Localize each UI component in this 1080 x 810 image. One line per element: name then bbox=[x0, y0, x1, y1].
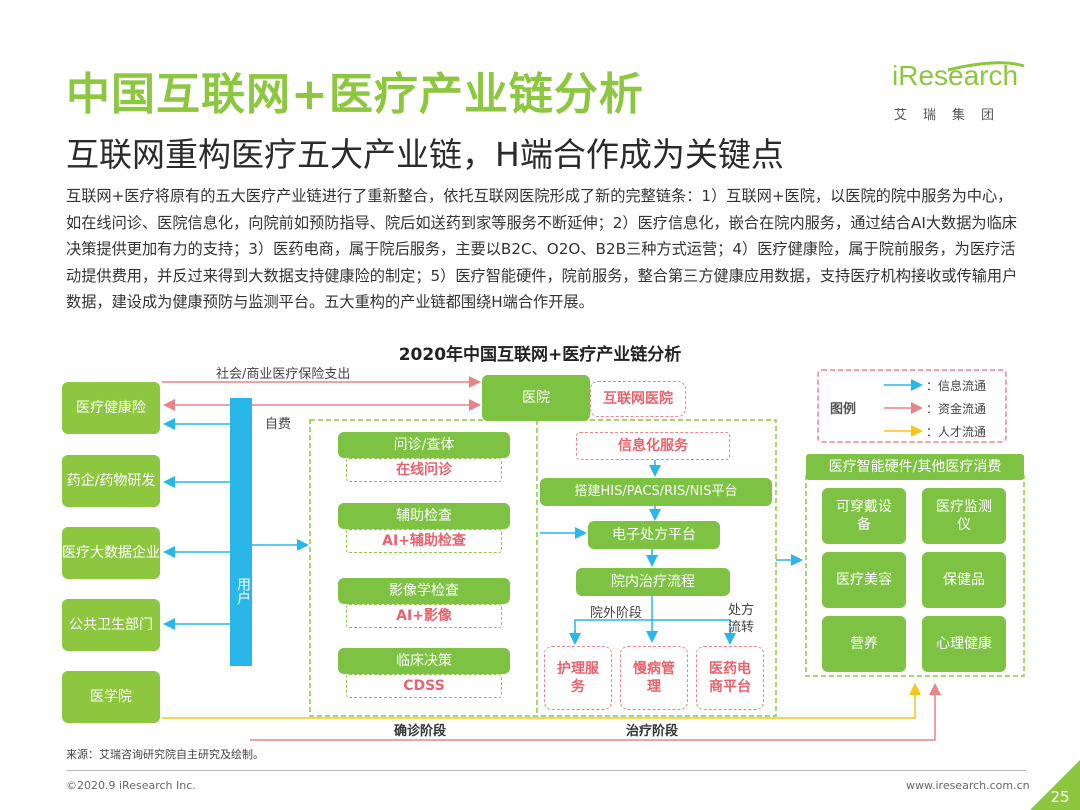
rp-wearable: 可穿戴设备 bbox=[822, 488, 906, 544]
node-public-health: 公共卫生部门 bbox=[62, 599, 160, 651]
diag-sub-2: AI+辅助检查 bbox=[346, 529, 502, 553]
page-corner-shape bbox=[1030, 760, 1080, 810]
info-service-node: 信息化服务 bbox=[576, 432, 730, 460]
logo-swoosh-icon bbox=[947, 61, 1025, 72]
node-big-data: 医疗大数据企业 bbox=[62, 527, 160, 579]
legend-talent-flow: ：人才流通 bbox=[926, 425, 987, 439]
inpatient-flow-node: 院内治疗流程 bbox=[576, 568, 730, 596]
legend-money-flow: ：资金流通 bbox=[926, 402, 987, 416]
rp-mental-health: 心理健康 bbox=[922, 616, 1006, 672]
diag-sub-4: CDSS bbox=[346, 674, 502, 698]
footer-source: 来源：艾瑞咨询研究院自主研究及绘制。 bbox=[66, 748, 264, 761]
rp-nutrition: 营养 bbox=[822, 616, 906, 672]
node-health-insurance: 医疗健康险 bbox=[62, 382, 160, 434]
diag-main-1: 问诊/查体 bbox=[338, 432, 510, 458]
hospital-node: 医院 bbox=[482, 375, 590, 421]
page-title: 中国互联网+医疗产业链分析 bbox=[66, 69, 644, 120]
iresearch-logo: iResearch 艾瑞集团 bbox=[888, 60, 1028, 124]
diagram-title: 2020年中国互联网+医疗产业链分析 bbox=[398, 345, 682, 365]
page-subtitle: 互联网重构医疗五大产业链，H端合作成为关键点 bbox=[66, 135, 784, 174]
intro-paragraph: 互联网+医疗将原有的五大医疗产业链进行了重新整合，依托互联网医院形成了新的完整链… bbox=[66, 187, 1018, 311]
logo-cn-text: 艾瑞集团 bbox=[894, 108, 1011, 123]
legend-title: 图例 bbox=[830, 402, 857, 417]
diag-main-3: 影像学检查 bbox=[338, 578, 510, 604]
legend-info-flow: ：信息流通 bbox=[926, 379, 987, 393]
leaf-pharma-ecommerce: 医药电商平台 bbox=[696, 646, 764, 710]
right-panel-title: 医疗智能硬件/其他医疗消费 bbox=[806, 454, 1024, 480]
self-pay-label: 自费 bbox=[265, 417, 292, 432]
diag-sub-3: AI+影像 bbox=[346, 604, 502, 628]
internet-hospital-node: 互联网医院 bbox=[590, 381, 686, 417]
treatment-stage-label: 治疗阶段 bbox=[626, 724, 679, 739]
footer-copyright: ©2020.9 iResearch Inc. bbox=[66, 779, 196, 792]
diag-main-4: 临床决策 bbox=[338, 648, 510, 674]
diagnosis-stage-label: 确诊阶段 bbox=[394, 724, 447, 739]
prescription-transfer-label: 处方流转 bbox=[728, 603, 755, 635]
his-platform-node: 搭建HIS/PACS/RIS/NIS平台 bbox=[540, 478, 772, 506]
insurance-flow-label: 社会/商业医疗保险支出 bbox=[216, 367, 351, 382]
user-bar: 用户 bbox=[230, 398, 252, 666]
node-medical-school: 医学院 bbox=[62, 671, 160, 723]
rp-monitor: 医疗监测仪 bbox=[922, 488, 1006, 544]
rp-beauty: 医疗美容 bbox=[822, 552, 906, 608]
footer-url: www.iresearch.com.cn bbox=[906, 779, 1030, 792]
leaf-nursing: 护理服务 bbox=[544, 646, 612, 710]
diag-main-2: 辅助检查 bbox=[338, 503, 510, 529]
diag-sub-1: 在线问诊 bbox=[346, 458, 502, 482]
footer-divider bbox=[66, 770, 1026, 771]
outpatient-label: 院外阶段 bbox=[590, 606, 643, 621]
page-number: 25 bbox=[1050, 788, 1070, 806]
eprescription-node: 电子处方平台 bbox=[588, 521, 720, 549]
logo-text: iResearch bbox=[892, 60, 1019, 91]
rp-health-products: 保健品 bbox=[922, 552, 1006, 608]
node-pharma: 药企/药物研发 bbox=[62, 455, 160, 507]
leaf-chronic: 慢病管理 bbox=[620, 646, 688, 710]
